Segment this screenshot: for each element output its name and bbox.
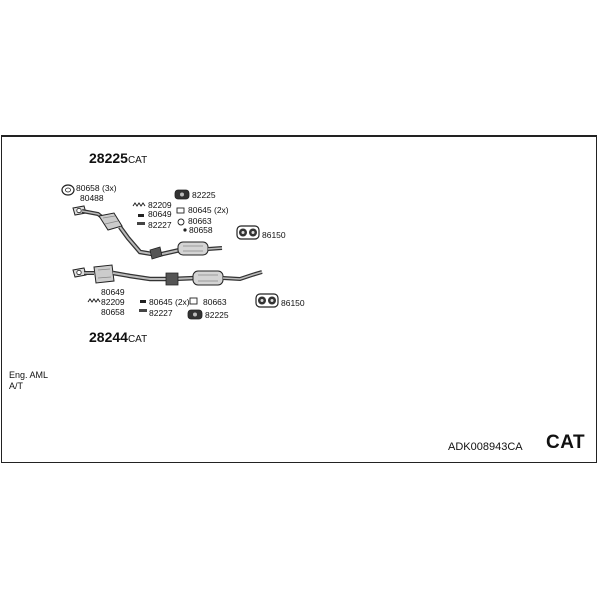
gasket-ring-icon [61, 184, 75, 196]
lower-part-82225: 82225 [205, 310, 229, 320]
upper-part-80658: 80658 [189, 225, 213, 235]
frame-top-rule [1, 135, 597, 137]
upper-part-82225: 82225 [192, 190, 216, 200]
lower-part-82227: 82227 [149, 308, 173, 318]
engine-note: Eng. AML [9, 370, 49, 380]
lower-muffler-mount-icon [255, 293, 279, 308]
lower-part-80658: 80658 [101, 307, 125, 317]
upper-pipe-icon [118, 225, 181, 260]
rubber-mount-icon [174, 189, 190, 200]
lower-catalytic-converter-icon [84, 264, 115, 284]
lower-part-80649: 80649 [101, 287, 125, 297]
group-upper-title: 28225CAT [89, 150, 147, 166]
article-code: ADK008943CA [448, 441, 523, 453]
lower-spring-icon [87, 298, 101, 303]
lower-part-80645-2x: 80645 (2x) [149, 297, 190, 307]
upper-part-80649: 80649 [148, 209, 172, 219]
upper-exhaust-assembly [61, 184, 260, 260]
second-converter-icon [177, 241, 223, 256]
group-upper-suffix: CAT [128, 155, 147, 166]
lower-part-80663: 80663 [203, 297, 227, 307]
lower-second-converter-icon [192, 270, 263, 286]
lower-pipe-icon [112, 270, 197, 286]
lower-part-86150: 86150 [281, 298, 305, 308]
clamp-icon [176, 207, 187, 232]
lower-bolt-icon [139, 300, 147, 312]
catalytic-converter-icon [81, 209, 123, 231]
upper-part-82227: 82227 [148, 220, 172, 230]
group-lower-number: 28244 [89, 329, 128, 345]
muffler-mount-icon [236, 225, 260, 240]
bolt-icon [137, 214, 145, 225]
upper-part-82209: 82209 [148, 200, 172, 210]
lower-clamp-icon [189, 297, 198, 305]
group-lower-suffix: CAT [128, 334, 147, 345]
group-upper-number: 28225 [89, 150, 128, 166]
upper-part-80645-2x: 80645 (2x) [188, 205, 229, 215]
spring-icon [132, 202, 146, 207]
upper-part-80658-3x: 80658 (3x) [76, 183, 117, 193]
lower-rubber-mount-icon [187, 309, 203, 320]
upper-part-86150: 86150 [262, 230, 286, 240]
upper-part-80663: 80663 [188, 216, 212, 226]
lower-part-82209: 82209 [101, 297, 125, 307]
lower-exhaust-assembly [72, 264, 279, 320]
transmission-note: A/T [9, 381, 24, 391]
category-label: CAT [546, 432, 586, 453]
upper-part-label: 80658 (3x) [76, 183, 117, 193]
upper-part-80488: 80488 [80, 193, 104, 203]
group-lower-title: 28244CAT [89, 329, 147, 345]
